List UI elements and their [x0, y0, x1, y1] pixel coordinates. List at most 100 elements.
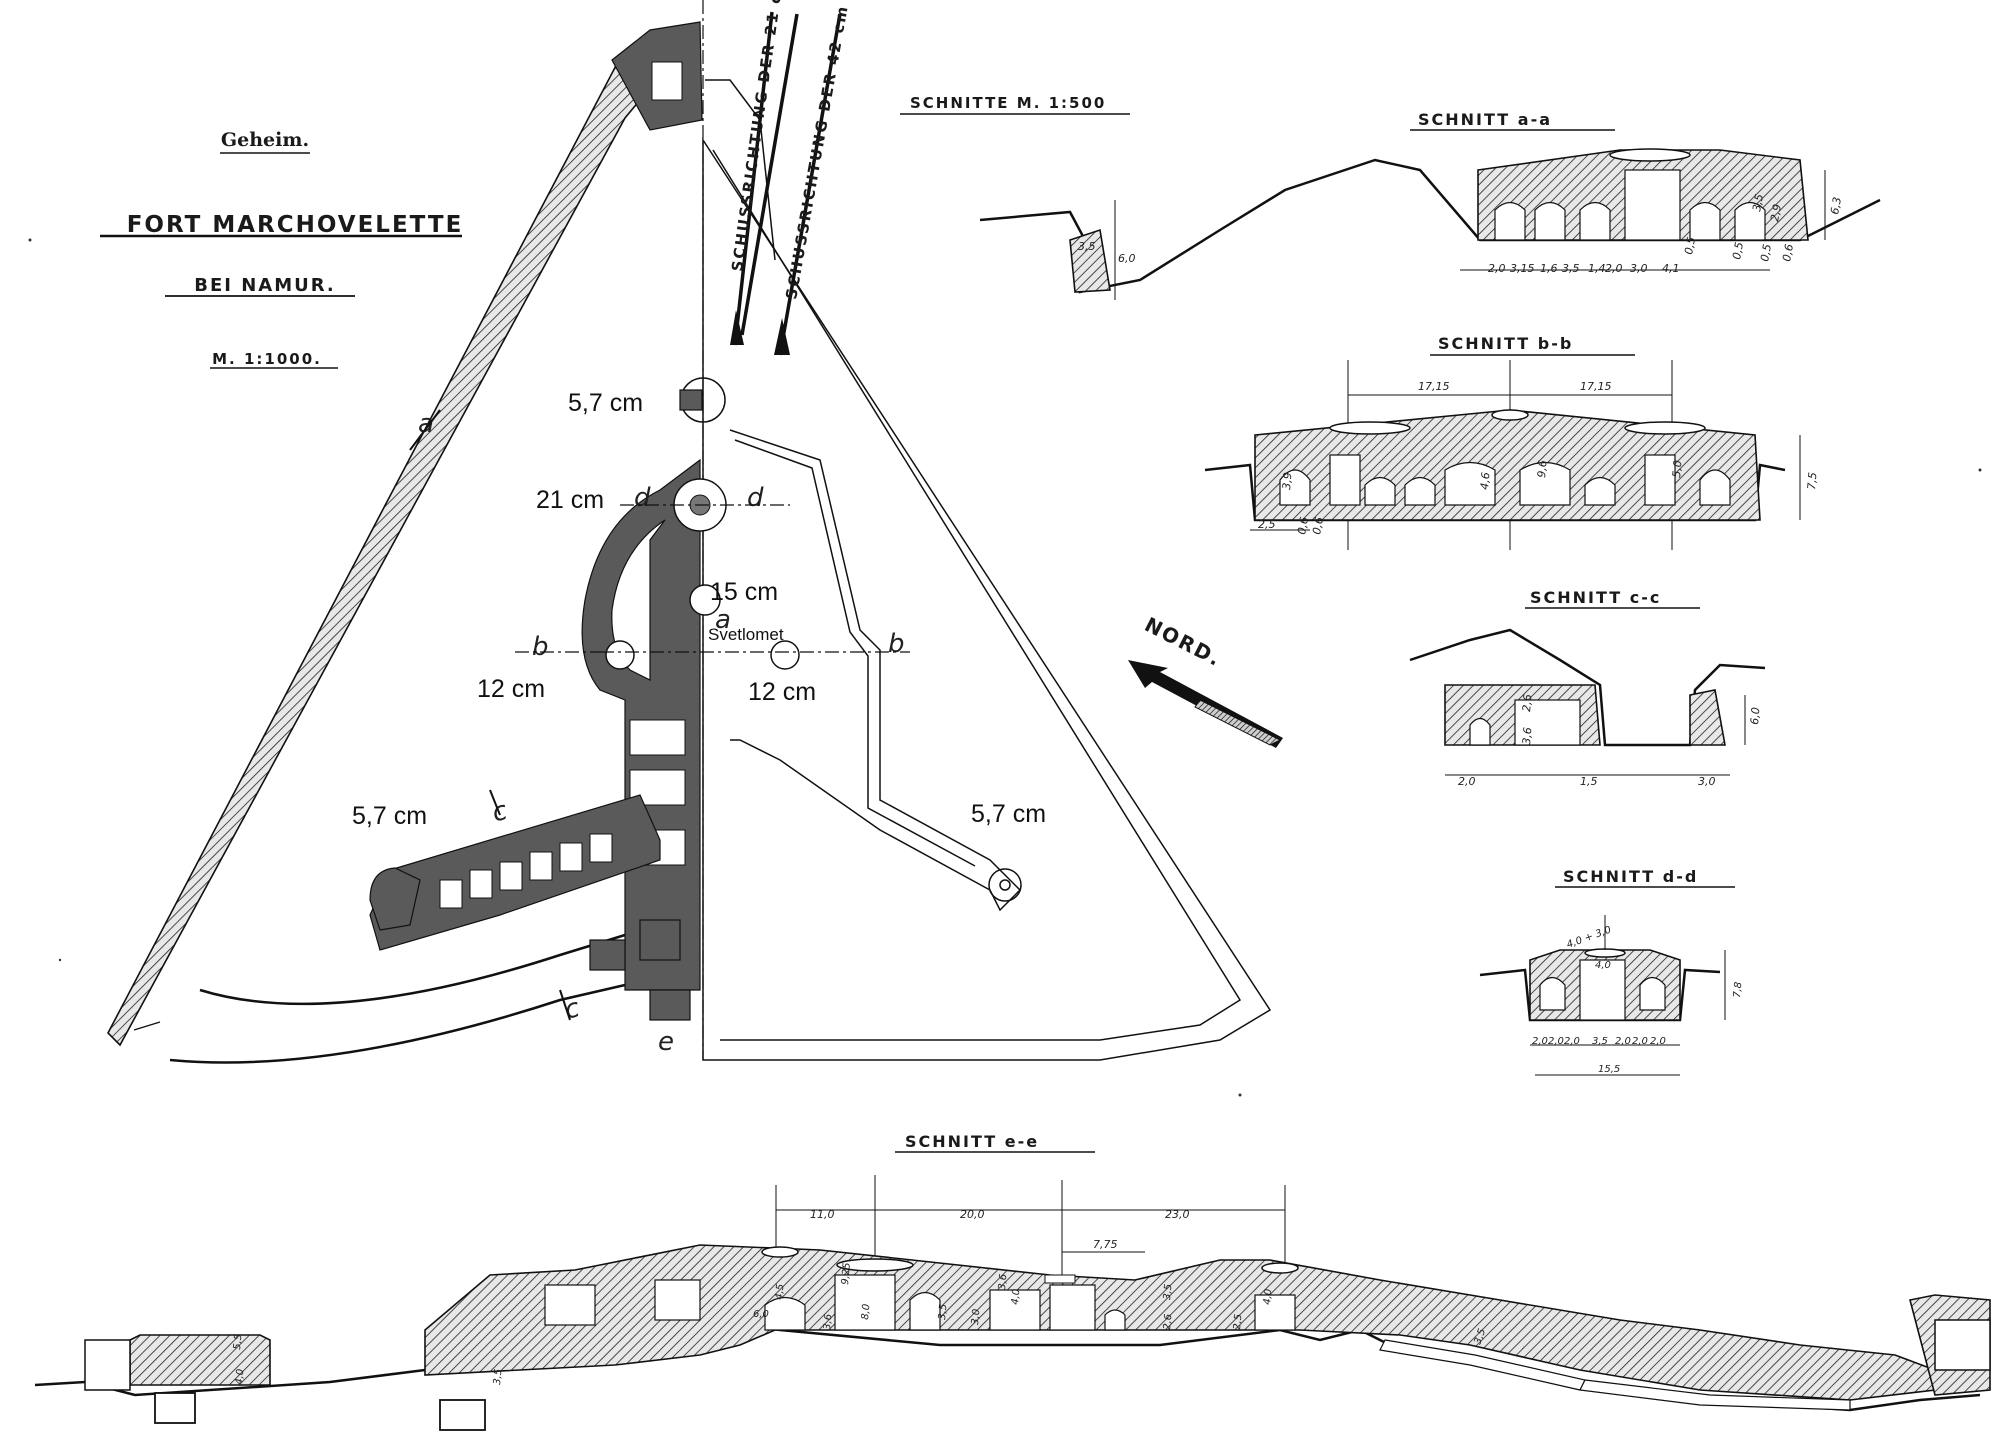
- section-mark-e: e: [658, 1027, 674, 1057]
- section-cc-title: SCHNITT c-c: [1530, 588, 1661, 607]
- firing-direction-42cm: SCHUSSRICHTUNG DER 42 cm MÖRSER: [781, 0, 867, 301]
- bb-dim-3: 0,6: [1295, 516, 1311, 535]
- ee-dim-16: 4,0: [1262, 1288, 1274, 1305]
- dd-dim-3: 2,0: [1564, 1036, 1580, 1047]
- section-bb-title: SCHNITT b-b: [1438, 334, 1573, 353]
- gun-label-57-left: 5,7 cm: [352, 802, 427, 830]
- aa-side-5: 0,5: [1758, 243, 1774, 262]
- aa-side-9: 6,3: [1828, 196, 1844, 215]
- ee-dim-top-3: 23,0: [1165, 1208, 1190, 1221]
- bb-dim-6: 9,6: [1535, 460, 1549, 479]
- ee-dim-17: 3,5: [1472, 1327, 1488, 1346]
- ee-dim-11: 3,6: [997, 1273, 1009, 1290]
- bb-dim-top-left: 17,15: [1418, 380, 1450, 393]
- title-block: Geheim. FORT MARCHOVELETTE BEI NAMUR. M.…: [100, 129, 464, 369]
- ee-dim-2: 4,0: [234, 1368, 246, 1385]
- dd-dim-10: 7,8: [1732, 981, 1744, 998]
- fort-subtitle: BEI NAMUR.: [194, 275, 336, 296]
- dd-dim-6: 2,0: [1632, 1036, 1648, 1047]
- north-arrow: NORD.: [1128, 612, 1283, 748]
- outer-triangle: [702, 137, 1272, 1061]
- ee-dim-4: 6,0: [753, 1309, 769, 1320]
- aa-side-8: 3,5: [1750, 193, 1766, 212]
- dd-dim-2: 2,0: [1548, 1036, 1564, 1047]
- searchlight-label: Svetlomet: [708, 625, 784, 644]
- cc-dim-4: 1,5: [1580, 775, 1598, 788]
- ee-dim-12: 4,0: [1010, 1288, 1022, 1305]
- aa-dim-2: 3,15: [1510, 262, 1535, 275]
- gun-label-12-left: 12 cm: [477, 675, 545, 703]
- dd-dim-7: 2,0: [1650, 1036, 1666, 1047]
- gun-label-15: 15 cm: [710, 578, 778, 606]
- gun-label-21: 21 cm: [536, 486, 604, 514]
- aa-side-7: 2,9: [1768, 203, 1784, 222]
- aa-dim-8: 4,1: [1662, 262, 1680, 275]
- cc-dim-1: 2,6: [1520, 694, 1534, 713]
- section-mark-b-left: b: [532, 632, 549, 662]
- gun-label-57-right: 5,7 cm: [971, 800, 1046, 828]
- cc-dim-2: 3,6: [1520, 727, 1534, 746]
- bb-dim-top-right: 17,15: [1580, 380, 1612, 393]
- sections-scale-title: SCHNITTE M. 1:500: [910, 94, 1106, 112]
- ee-dim-6: 3,6: [822, 1313, 834, 1330]
- bb-dim-8: 7,5: [1805, 472, 1819, 491]
- ee-dim-15: 2,5: [1232, 1313, 1244, 1330]
- ee-dim-top-4: 7,75: [1093, 1238, 1118, 1251]
- left-ditch: [199, 933, 626, 1006]
- section-mark-b-right: b: [888, 629, 905, 659]
- section-bb: SCHNITT b-b 17,15 17,15 3,9 2,5 0,6: [1204, 334, 1820, 550]
- dd-dim-8: 4,0 + 3,0: [1565, 925, 1613, 951]
- aa-dim-1: 2,0: [1488, 262, 1506, 275]
- bb-dim-7: 5,0: [1670, 460, 1684, 479]
- ee-dim-1: 5,5: [232, 1333, 244, 1350]
- section-mark-a: a: [418, 409, 434, 439]
- section-ee: SCHNITT e-e 11,0 20,0 23,0 7,75: [34, 1132, 1991, 1431]
- fort-plan: SCHUSSRICHTUNG DER 21 cm MÖRSER SCHUSSRI…: [107, 0, 1272, 1064]
- ee-dim-top-2: 20,0: [960, 1208, 985, 1221]
- dd-dim-total: 15,5: [1598, 1064, 1620, 1075]
- section-ee-title: SCHNITT e-e: [905, 1132, 1039, 1151]
- section-mark-c-bottom: c: [561, 993, 583, 1026]
- plan-scale-label: M. 1:1000.: [212, 350, 322, 368]
- gun-label-12-right: 12 cm: [748, 678, 816, 706]
- firing-direction-arrows: [730, 11, 842, 356]
- ee-dim-9: 3,5: [937, 1303, 949, 1320]
- section-cc: SCHNITT c-c 2,6 3,6 2,0 1,5 3,0 6,0: [1409, 588, 1766, 788]
- gun-label-57-top: 5,7 cm: [568, 389, 643, 417]
- inner-glacis: [729, 429, 1022, 912]
- section-mark-a-center: a: [715, 605, 731, 635]
- north-label: NORD.: [1141, 612, 1226, 671]
- aa-dim-5: 1,4: [1588, 262, 1606, 275]
- ee-dim-top-1: 11,0: [810, 1208, 835, 1221]
- section-mark-d-left: d: [634, 483, 651, 513]
- section-mark-d-right: d: [747, 483, 764, 513]
- ee-dim-10: 3,0: [970, 1308, 982, 1325]
- ee-dim-7: 9,25: [840, 1262, 853, 1285]
- cc-dim-6: 6,0: [1748, 707, 1762, 726]
- section-dd-title: SCHNITT d-d: [1563, 867, 1698, 886]
- dd-dim-9: 4,0: [1595, 960, 1611, 971]
- dd-dim-1: 2,0: [1532, 1036, 1548, 1047]
- aa-side-4: 0,5: [1730, 241, 1746, 260]
- aa-side-6: 0,6: [1780, 243, 1796, 262]
- ee-dim-14: 3,5: [1162, 1283, 1174, 1300]
- dd-dim-5: 2,0: [1615, 1036, 1631, 1047]
- cc-dim-3: 2,0: [1458, 775, 1476, 788]
- fort-title: FORT MARCHOVELETTE: [127, 212, 464, 238]
- bb-dim-2: 2,5: [1258, 518, 1276, 531]
- paper-specks: [28, 238, 1982, 1097]
- ee-dim-13: 2,6: [1162, 1313, 1174, 1330]
- classification-label: Geheim.: [221, 129, 309, 151]
- section-dd: SCHNITT d-d 2,0 2,0 2,0 3,5 2,0 2,0 2,0 …: [1479, 867, 1744, 1076]
- bb-dim-1: 3,9: [1280, 472, 1294, 491]
- ee-dim-8: 8,0: [860, 1303, 872, 1320]
- ee-dim-3: 3,5: [492, 1368, 504, 1385]
- cc-dim-5: 3,0: [1698, 775, 1716, 788]
- aa-side-1: 3,5: [1078, 240, 1096, 253]
- section-aa: SCHNITT a-a 2,0 3,15 1,6 3,5 1,4 2,0 3,0…: [979, 110, 1881, 300]
- bb-dim-4: 0,6: [1310, 516, 1326, 535]
- aa-dim-3: 1,6: [1540, 262, 1558, 275]
- dd-dim-4: 3,5: [1592, 1036, 1608, 1047]
- aa-dim-4: 3,5: [1562, 262, 1580, 275]
